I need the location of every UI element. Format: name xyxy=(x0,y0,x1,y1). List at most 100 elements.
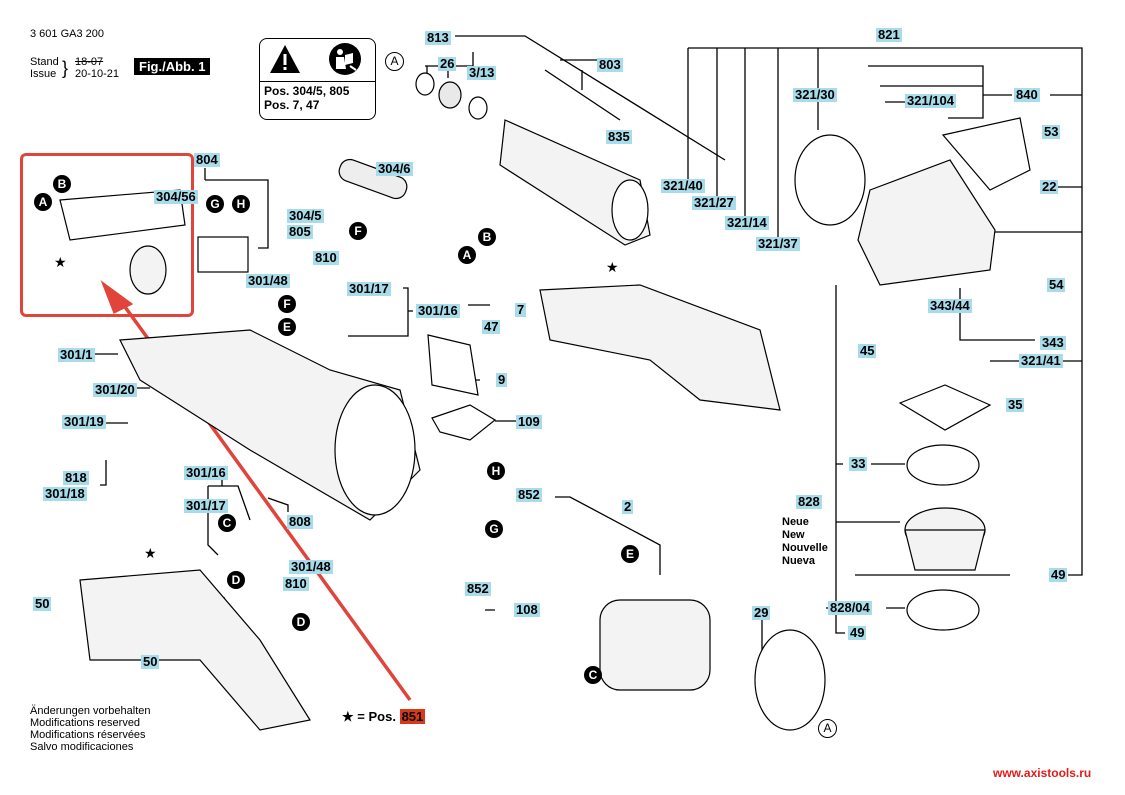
part-label-301-16-bottom[interactable]: 301/16 xyxy=(184,465,228,480)
part-label-108[interactable]: 108 xyxy=(514,602,540,617)
leader-813-long xyxy=(455,35,726,161)
issue-date: 20-10-21 xyxy=(75,68,120,80)
part-label-301-19[interactable]: 301/19 xyxy=(62,414,106,429)
marker-b-brush: B xyxy=(478,228,496,246)
part-label-301-18[interactable]: 301/18 xyxy=(43,486,87,501)
highlight-box-electronic-module xyxy=(20,153,194,317)
part-label-35[interactable]: 35 xyxy=(1006,397,1025,412)
part-label-53[interactable]: 53 xyxy=(1042,124,1061,139)
star-legend-symbol: ★ xyxy=(342,709,354,724)
part-label-304-56[interactable]: 304/56 xyxy=(154,189,198,204)
part-label-301-17-top[interactable]: 301/17 xyxy=(347,281,391,296)
field-coil-outline xyxy=(599,599,711,691)
part-label-301-20[interactable]: 301/20 xyxy=(93,382,137,397)
stand-date: 18-07 xyxy=(75,56,104,68)
marker-a-airguide: A xyxy=(818,719,837,738)
part-label-804[interactable]: 804 xyxy=(194,152,220,167)
part-label-50-top[interactable]: 50 xyxy=(33,596,52,611)
part-label-26[interactable]: 26 xyxy=(438,56,457,71)
marker-f-switch: F xyxy=(278,295,296,313)
part-label-54[interactable]: 54 xyxy=(1047,277,1066,292)
part-label-810-bottom[interactable]: 810 xyxy=(283,576,309,591)
part-label-49-bottom[interactable]: 49 xyxy=(848,625,867,640)
warning-box: Pos. 304/5, 805 Pos. 7, 47 xyxy=(259,38,376,120)
part-label-818[interactable]: 818 xyxy=(63,470,89,485)
marker-c-coil: C xyxy=(584,666,602,684)
part-label-301-48-top[interactable]: 301/48 xyxy=(246,273,290,288)
part-label-852-bottom[interactable]: 852 xyxy=(465,581,491,596)
star-legend-text: = Pos. xyxy=(357,709,396,724)
part-label-828[interactable]: 828 xyxy=(796,494,822,509)
star-legend: ★ = Pos. 851 xyxy=(342,709,426,725)
note-de: Änderungen vorbehalten xyxy=(30,705,151,717)
leader-821 xyxy=(688,47,1083,576)
part-label-852-top[interactable]: 852 xyxy=(516,487,542,502)
part-label-3-13[interactable]: 3/13 xyxy=(467,65,497,80)
part-label-813[interactable]: 813 xyxy=(425,30,451,45)
marker-h-wire: H xyxy=(487,462,505,480)
new-label-es: Nueva xyxy=(782,555,816,567)
part-label-840[interactable]: 840 xyxy=(1014,87,1040,102)
part-label-343-44[interactable]: 343/44 xyxy=(928,298,972,313)
note-en: Modifications reserved xyxy=(30,717,141,729)
star-marker-rear-handle: ★ xyxy=(144,545,157,561)
modifications-note: Änderungen vorbehalten Modifications res… xyxy=(30,705,150,753)
warning-line-2: Pos. 7, 47 xyxy=(264,98,320,112)
part-number: 3 601 GA3 200 xyxy=(30,28,105,40)
part-label-321-40[interactable]: 321/40 xyxy=(661,178,705,193)
part-label-304-5[interactable]: 304/5 xyxy=(287,208,324,223)
watermark-url[interactable]: www.axistools.ru xyxy=(993,766,1092,780)
part-label-828-04[interactable]: 828/04 xyxy=(828,600,872,615)
part-label-321-14[interactable]: 321/14 xyxy=(725,215,769,230)
part-label-301-17-bottom[interactable]: 301/17 xyxy=(184,498,228,513)
marker-c-switch: C xyxy=(218,514,236,532)
part-label-321-41[interactable]: 321/41 xyxy=(1019,353,1063,368)
part-label-321-30[interactable]: 321/30 xyxy=(793,87,837,102)
part-label-301-48-bottom[interactable]: 301/48 xyxy=(289,559,333,574)
marker-a-brush: A xyxy=(458,246,476,264)
star-marker-module: ★ xyxy=(54,254,67,270)
rear-handle-outline xyxy=(79,569,311,731)
part-label-9[interactable]: 9 xyxy=(496,372,508,387)
part-label-835[interactable]: 835 xyxy=(606,129,632,144)
part-label-821[interactable]: 821 xyxy=(876,27,902,42)
part-label-808[interactable]: 808 xyxy=(287,514,313,529)
part-label-49-right[interactable]: 49 xyxy=(1049,567,1068,582)
part-label-321-104[interactable]: 321/104 xyxy=(905,93,956,108)
part-label-29[interactable]: 29 xyxy=(752,605,771,620)
handle-outline xyxy=(539,284,781,411)
marker-e-switch: E xyxy=(278,318,296,336)
part-label-47[interactable]: 47 xyxy=(482,319,501,334)
part-label-22[interactable]: 22 xyxy=(1040,179,1059,194)
marker-a-bearing: A xyxy=(385,52,404,71)
part-label-304-6[interactable]: 304/6 xyxy=(376,161,413,176)
part-label-810-top[interactable]: 810 xyxy=(313,250,339,265)
part-label-50-bottom[interactable]: 50 xyxy=(141,654,160,669)
star-legend-pos[interactable]: 851 xyxy=(399,709,426,724)
issue-label: Issue xyxy=(30,68,57,80)
part-label-343[interactable]: 343 xyxy=(1040,335,1066,350)
brace: } xyxy=(62,58,69,78)
marker-d-wire: D xyxy=(292,613,310,631)
marker-g-top: G xyxy=(206,195,224,213)
part-label-109[interactable]: 109 xyxy=(516,414,542,429)
new-label-fr: Nouvelle xyxy=(782,542,828,554)
new-label-en: New xyxy=(782,529,805,541)
part-label-321-27[interactable]: 321/27 xyxy=(692,195,736,210)
new-label-de: Neue xyxy=(782,516,809,528)
stand-label: Stand xyxy=(30,56,59,68)
part-label-805[interactable]: 805 xyxy=(287,224,313,239)
part-label-45[interactable]: 45 xyxy=(858,343,877,358)
marker-e-coil: E xyxy=(621,545,639,563)
part-label-321-37[interactable]: 321/37 xyxy=(756,236,800,251)
part-label-301-16-top[interactable]: 301/16 xyxy=(416,303,460,318)
part-label-803[interactable]: 803 xyxy=(597,57,623,72)
part-label-2[interactable]: 2 xyxy=(622,499,634,514)
part-label-301-1[interactable]: 301/1 xyxy=(58,347,95,362)
part-label-33[interactable]: 33 xyxy=(849,456,868,471)
note-es: Salvo modificaciones xyxy=(30,741,134,753)
part-label-7[interactable]: 7 xyxy=(515,302,527,317)
warning-triangle-icon xyxy=(270,45,300,73)
marker-a-module: A xyxy=(34,193,52,211)
